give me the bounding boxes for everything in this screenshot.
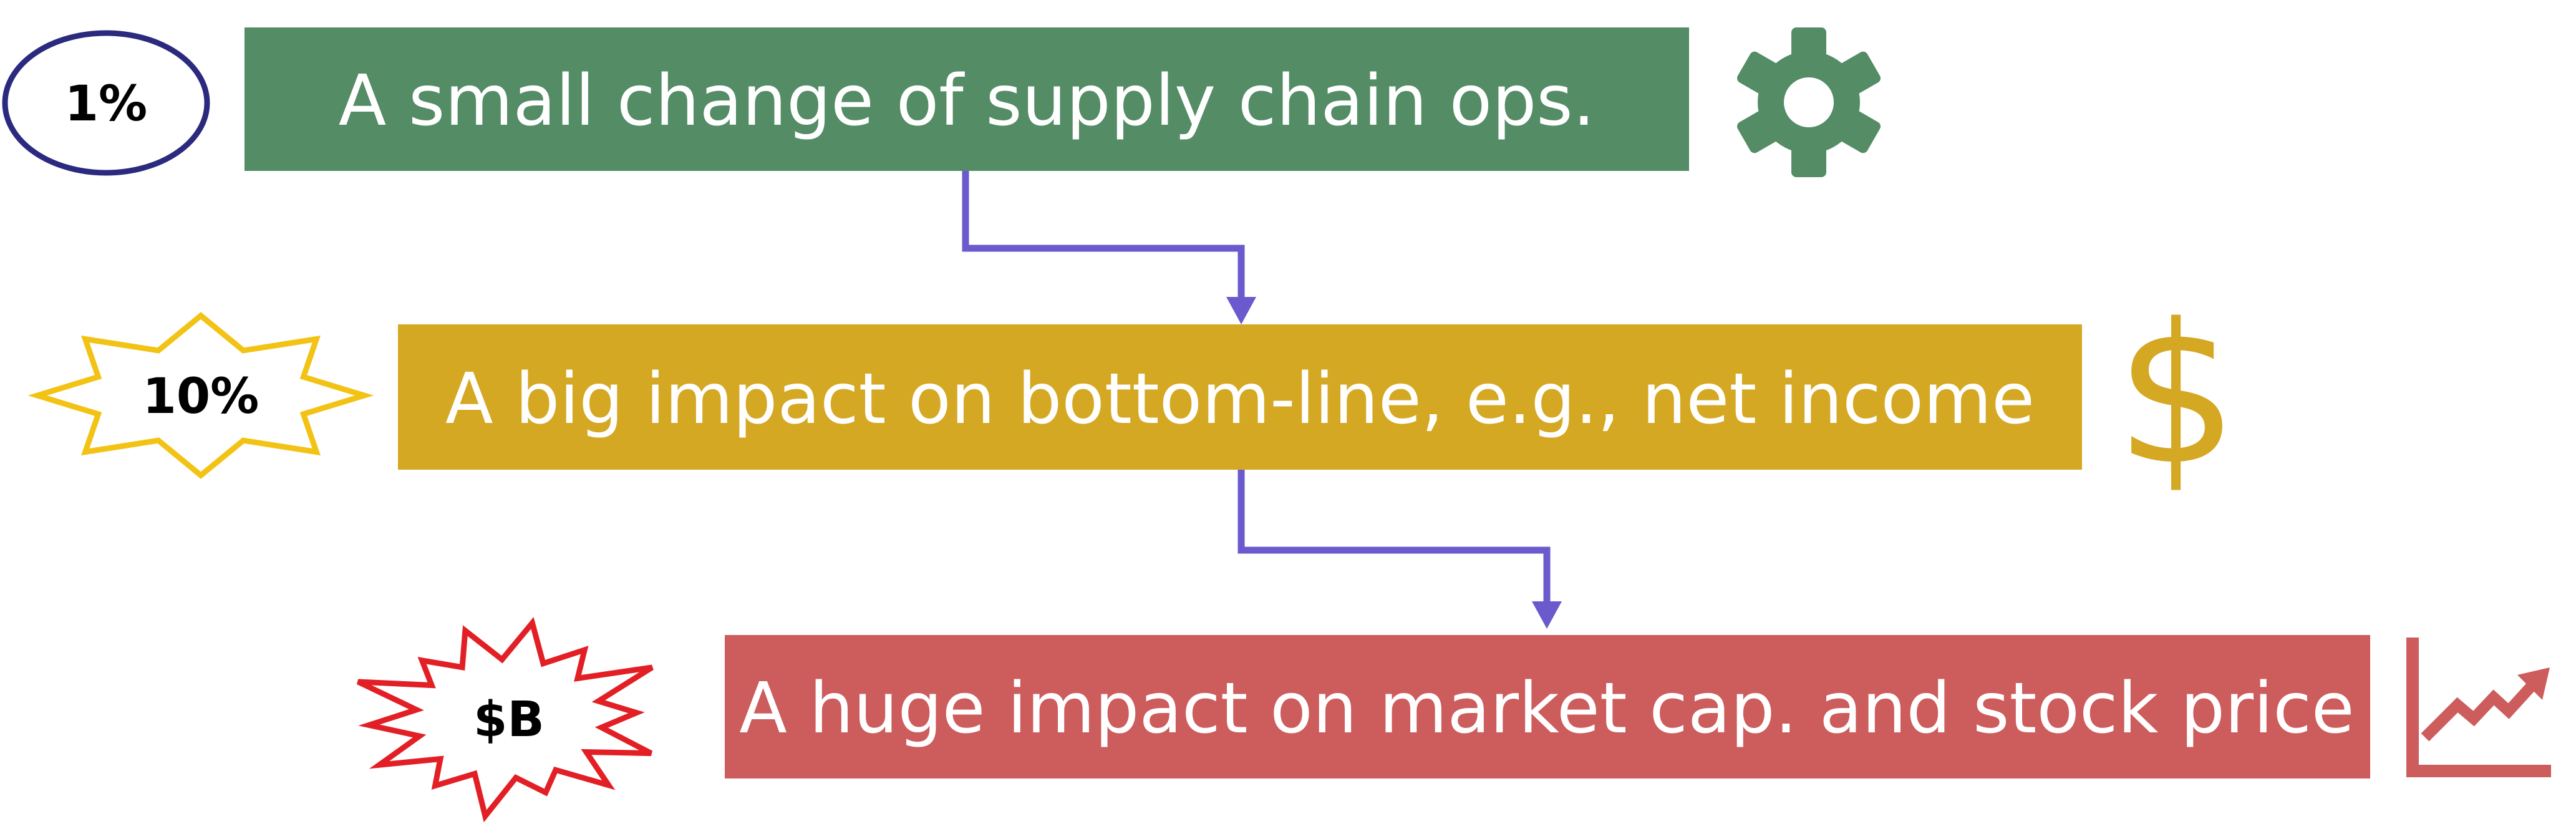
step-2-text: A big impact on bottom-line, e.g., net i…: [445, 359, 2035, 440]
badge-1-ellipse: [2, 30, 210, 176]
chart-trend-arrowhead: [2517, 667, 2550, 700]
chart-axes: [2406, 638, 2551, 777]
gear-icon: [1737, 27, 1881, 177]
connector-arrowhead: [1532, 601, 1562, 629]
connector-1-to-2: [962, 171, 1256, 324]
rising-chart-icon: [2406, 638, 2551, 777]
badge-3-text: $B: [473, 692, 545, 748]
badge-2-star: [27, 312, 374, 479]
badge-1-text: 1%: [65, 76, 147, 132]
connector-line: [1237, 470, 1551, 605]
step-1-box: [245, 27, 1689, 171]
dollar-icon: $: [2115, 283, 2238, 508]
connector-2-to-3: [1237, 470, 1562, 629]
step-2-box: [398, 324, 2082, 470]
step-1: A small change of supply chain ops. 1%: [2, 27, 1881, 177]
badge-3-burst: [357, 617, 654, 823]
connector-arrowhead: [1226, 297, 1256, 324]
connector-line: [962, 171, 1245, 301]
step-3-text: A huge impact on market cap. and stock p…: [739, 668, 2354, 749]
chart-trend-line: [2421, 679, 2538, 742]
step-3: A huge impact on market cap. and stock p…: [357, 617, 2551, 823]
step-3-box: [725, 635, 2370, 778]
step-1-text: A small change of supply chain ops.: [339, 61, 1595, 142]
badge-2-text: 10%: [143, 369, 259, 425]
step-2: A big impact on bottom-line, e.g., net i…: [27, 283, 2239, 508]
